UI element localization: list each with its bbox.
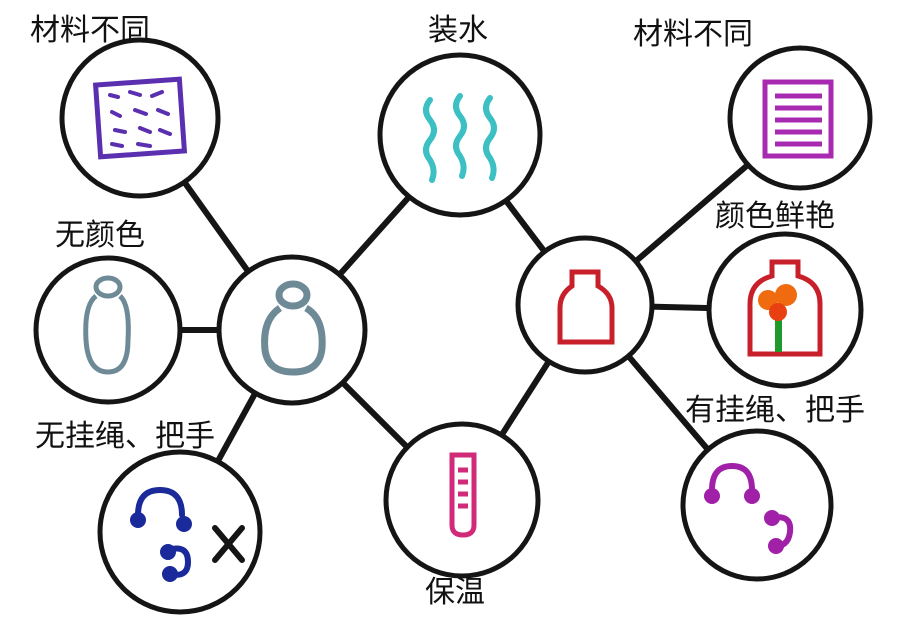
- left-bottle-bubble: [216, 254, 368, 406]
- label-right-material: 材料不同: [633, 17, 753, 52]
- colorful-bubble: [706, 231, 864, 389]
- no-color-bubble: [33, 255, 183, 405]
- strap-handle-icon: [704, 462, 794, 554]
- insulation-bubble: [383, 421, 541, 579]
- label-strap: 有挂绳、把手: [685, 393, 865, 428]
- label-insulation: 保温: [425, 575, 485, 610]
- red-bottle-icon: [557, 269, 615, 345]
- label-no-color: 无颜色: [55, 218, 145, 253]
- label-colorful: 颜色鲜艳: [715, 199, 835, 234]
- label-left-material: 材料不同: [30, 13, 150, 48]
- gray-bottle-icon: [83, 275, 131, 375]
- striped-material-icon: [762, 79, 834, 159]
- left-material-bubble: [59, 37, 221, 199]
- flower-bottle-icon: [747, 259, 823, 357]
- patterned-material-icon: [92, 76, 188, 160]
- no-strap-icon: [130, 486, 192, 582]
- label-no-strap: 无挂绳、把手: [35, 419, 215, 454]
- thermometer-icon: [449, 452, 477, 538]
- label-water: 装水: [428, 13, 488, 48]
- water-bubble: [377, 52, 543, 218]
- cross-icon: [212, 525, 245, 563]
- right-bottle-bubble: [515, 235, 655, 375]
- no-strap-bubble: [97, 449, 263, 615]
- water-waves-icon: [423, 93, 497, 183]
- plain-bottle-icon: [261, 280, 326, 376]
- right-material-bubble: [727, 45, 873, 191]
- strap-bubble: [680, 428, 834, 582]
